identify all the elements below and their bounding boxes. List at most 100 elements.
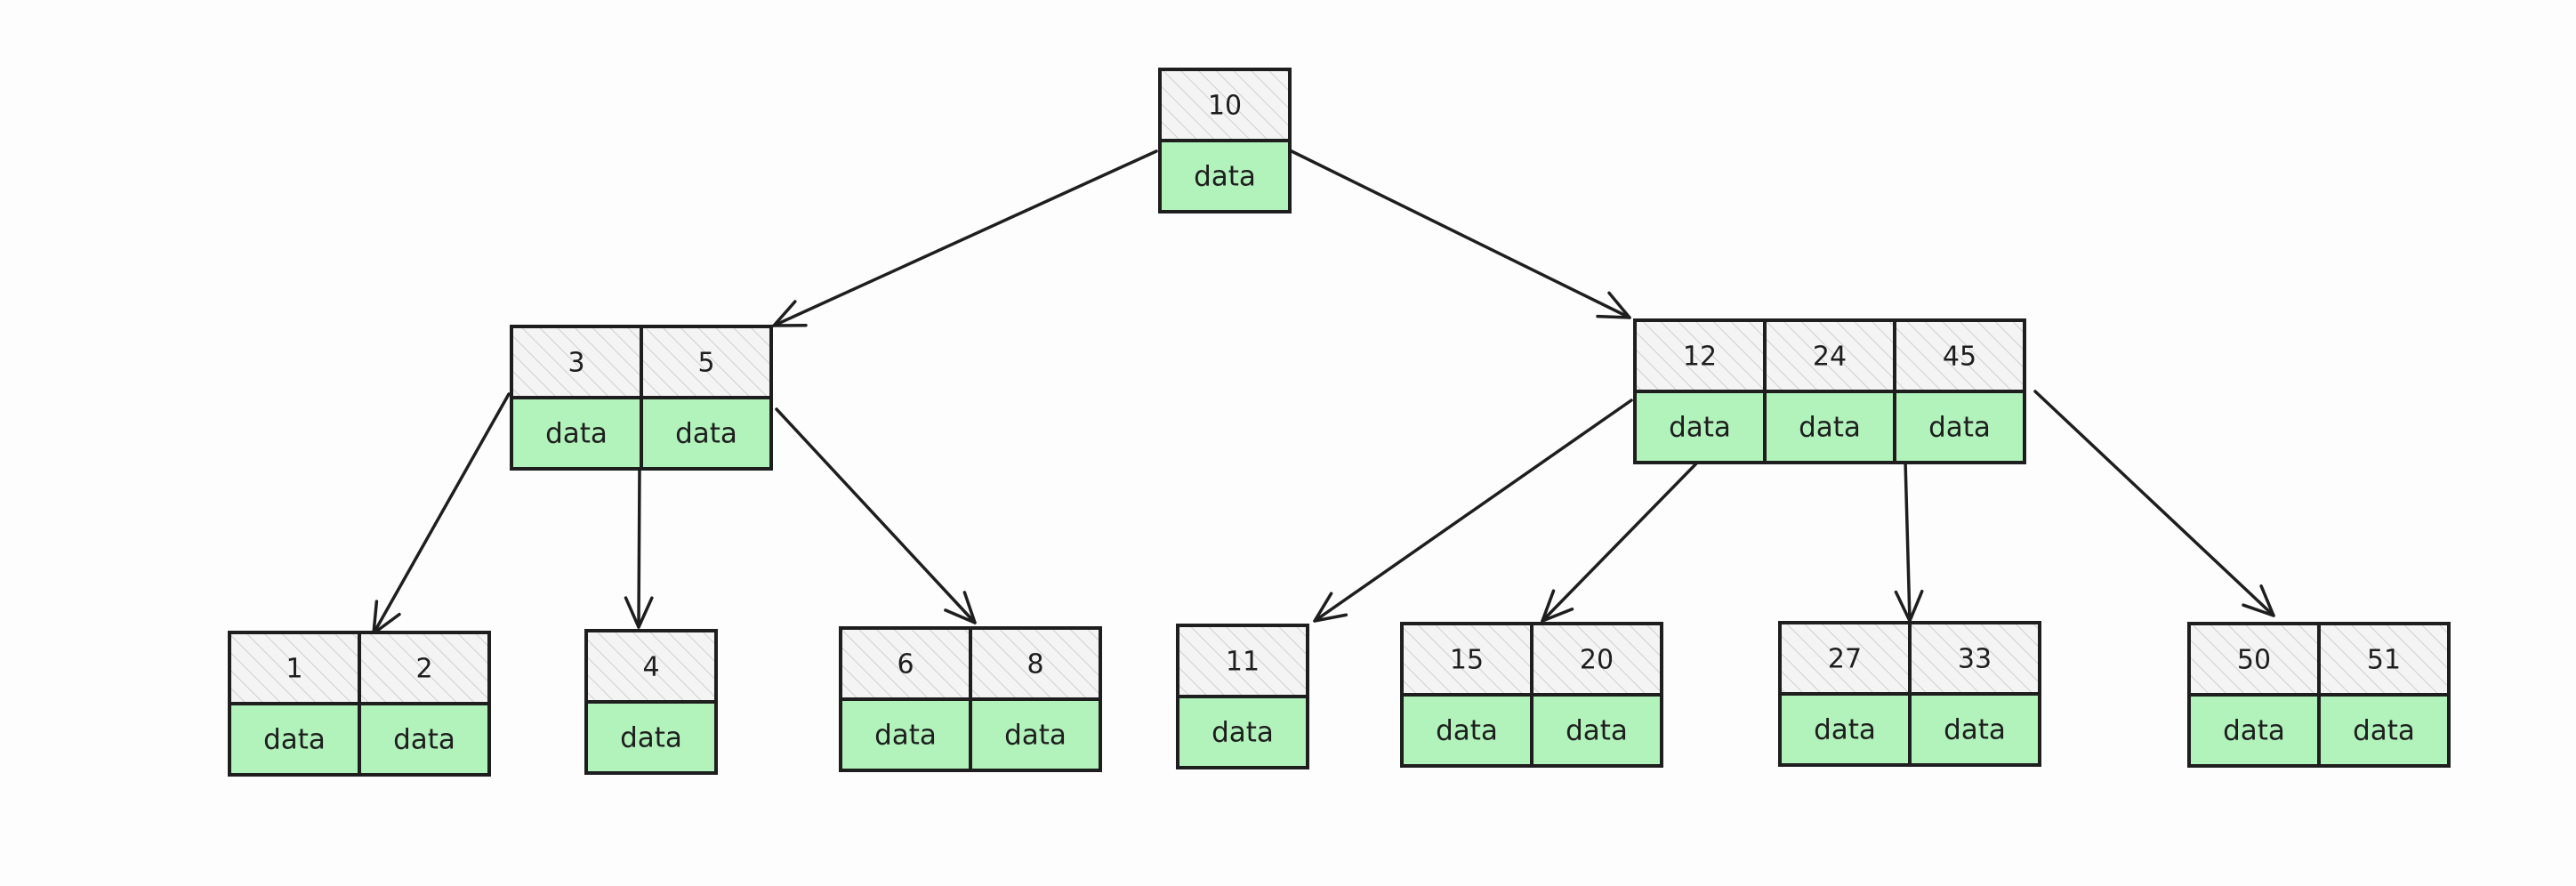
tree-node-leaf-27-33: 27 data 33 data (1778, 621, 2041, 767)
key-cell (1908, 621, 2041, 696)
nodes-layer: 10data3data5data12data24data45data1data2… (228, 68, 2451, 777)
key-label: 24 (1813, 342, 1847, 373)
key-cell (1158, 68, 1292, 142)
data-label: data (1566, 715, 1628, 747)
key-label: 11 (1226, 647, 1260, 678)
edge-line (2033, 390, 2275, 617)
edge-line (637, 467, 641, 629)
key-label: 50 (2237, 645, 2271, 676)
edge-l1-right-to-leaf-27-33 (1894, 459, 1924, 623)
tree-node-leaf-15-20: 15 data 20 data (1400, 622, 1663, 768)
data-cell (2187, 693, 2321, 768)
key-label: 27 (1828, 644, 1862, 675)
edge-line (772, 149, 1158, 327)
key-cell (228, 631, 361, 705)
arrowhead-icon (2242, 584, 2275, 617)
key-label: 20 (1580, 645, 1614, 676)
edge-l1-right-to-leaf-15-20 (1541, 459, 1701, 623)
data-cell (1908, 692, 2041, 767)
data-label: data (675, 418, 737, 450)
key-label: 8 (1026, 649, 1043, 681)
key-cell (584, 629, 718, 704)
edges-layer (372, 148, 2275, 635)
data-label: data (1944, 714, 2006, 746)
data-label: data (545, 418, 608, 450)
tree-node-leaf-4: 4 data (584, 629, 718, 775)
key-cell (1400, 622, 1534, 697)
edge-line (372, 392, 511, 635)
edge-l1-left-to-leaf-6-8 (775, 407, 977, 624)
key-cell (2317, 622, 2451, 697)
edge-line (1904, 459, 1912, 623)
arrowhead-icon (372, 600, 401, 635)
data-cell (1530, 693, 1663, 768)
data-cell (1158, 139, 1292, 213)
key-label: 2 (415, 654, 432, 685)
data-cell (2317, 693, 2451, 768)
key-cell (1633, 318, 1767, 393)
arrowhead-icon (624, 596, 654, 629)
data-cell (969, 697, 1102, 772)
data-label: data (1814, 714, 1876, 746)
data-cell (1176, 695, 1309, 769)
edge-line (775, 407, 977, 624)
arrowhead-icon (1541, 589, 1574, 623)
arrowhead-icon (1596, 291, 1631, 319)
data-cell (358, 702, 491, 777)
data-label: data (393, 724, 455, 756)
data-cell (1893, 390, 2026, 464)
key-cell (839, 626, 972, 701)
key-label: 12 (1683, 342, 1717, 373)
key-label: 6 (897, 649, 914, 681)
data-label: data (2223, 715, 2285, 747)
data-cell (1763, 390, 1896, 464)
key-label: 4 (642, 652, 659, 683)
data-label: data (1212, 717, 1274, 749)
edge-root-to-l1-left (772, 149, 1158, 327)
key-label: 5 (697, 348, 714, 379)
data-label: data (2353, 715, 2415, 747)
key-cell (510, 325, 643, 399)
arrowhead-icon (944, 591, 977, 624)
data-cell (228, 702, 361, 777)
tree-node-l1-left: 3 data 5 data (510, 325, 773, 471)
edge-line (1541, 459, 1701, 623)
data-label: data (263, 724, 326, 756)
tree-node-leaf-50-51: 50 data 51 data (2187, 622, 2451, 768)
data-cell (1778, 692, 1912, 767)
key-label: 33 (1958, 644, 1992, 675)
tree-node-leaf-11: 11 data (1176, 624, 1309, 769)
tree-node-l1-right: 12 data 24 data 45 data (1633, 318, 2026, 464)
key-cell (1763, 318, 1896, 393)
key-cell (358, 631, 491, 705)
edge-l1-right-to-leaf-11 (1313, 399, 1633, 623)
data-label: data (1436, 715, 1498, 747)
data-cell (839, 697, 972, 772)
data-label: data (874, 720, 937, 752)
key-label: 1 (286, 654, 302, 685)
data-label: data (1669, 412, 1731, 444)
data-cell (640, 396, 773, 471)
data-label: data (620, 722, 682, 754)
arrowhead-icon (1313, 592, 1348, 623)
edge-l1-left-to-leaf-4 (624, 467, 654, 629)
data-cell (584, 700, 718, 775)
key-label: 3 (568, 348, 584, 379)
key-cell (640, 325, 773, 399)
key-label: 45 (1943, 342, 1976, 373)
edge-line (1286, 148, 1631, 319)
key-cell (1778, 621, 1912, 696)
data-label: data (1194, 161, 1256, 193)
edge-l1-right-to-leaf-50-51 (2033, 390, 2275, 617)
edge-l1-left-to-leaf-1-2 (372, 392, 511, 635)
data-label: data (1799, 412, 1861, 444)
data-label: data (1928, 412, 1991, 444)
tree-node-root: 10 data (1158, 68, 1292, 213)
edge-root-to-l1-right (1286, 148, 1631, 319)
key-cell (1893, 318, 2026, 393)
key-label: 10 (1208, 91, 1242, 122)
key-label: 15 (1450, 645, 1484, 676)
key-label: 51 (2367, 645, 2401, 676)
